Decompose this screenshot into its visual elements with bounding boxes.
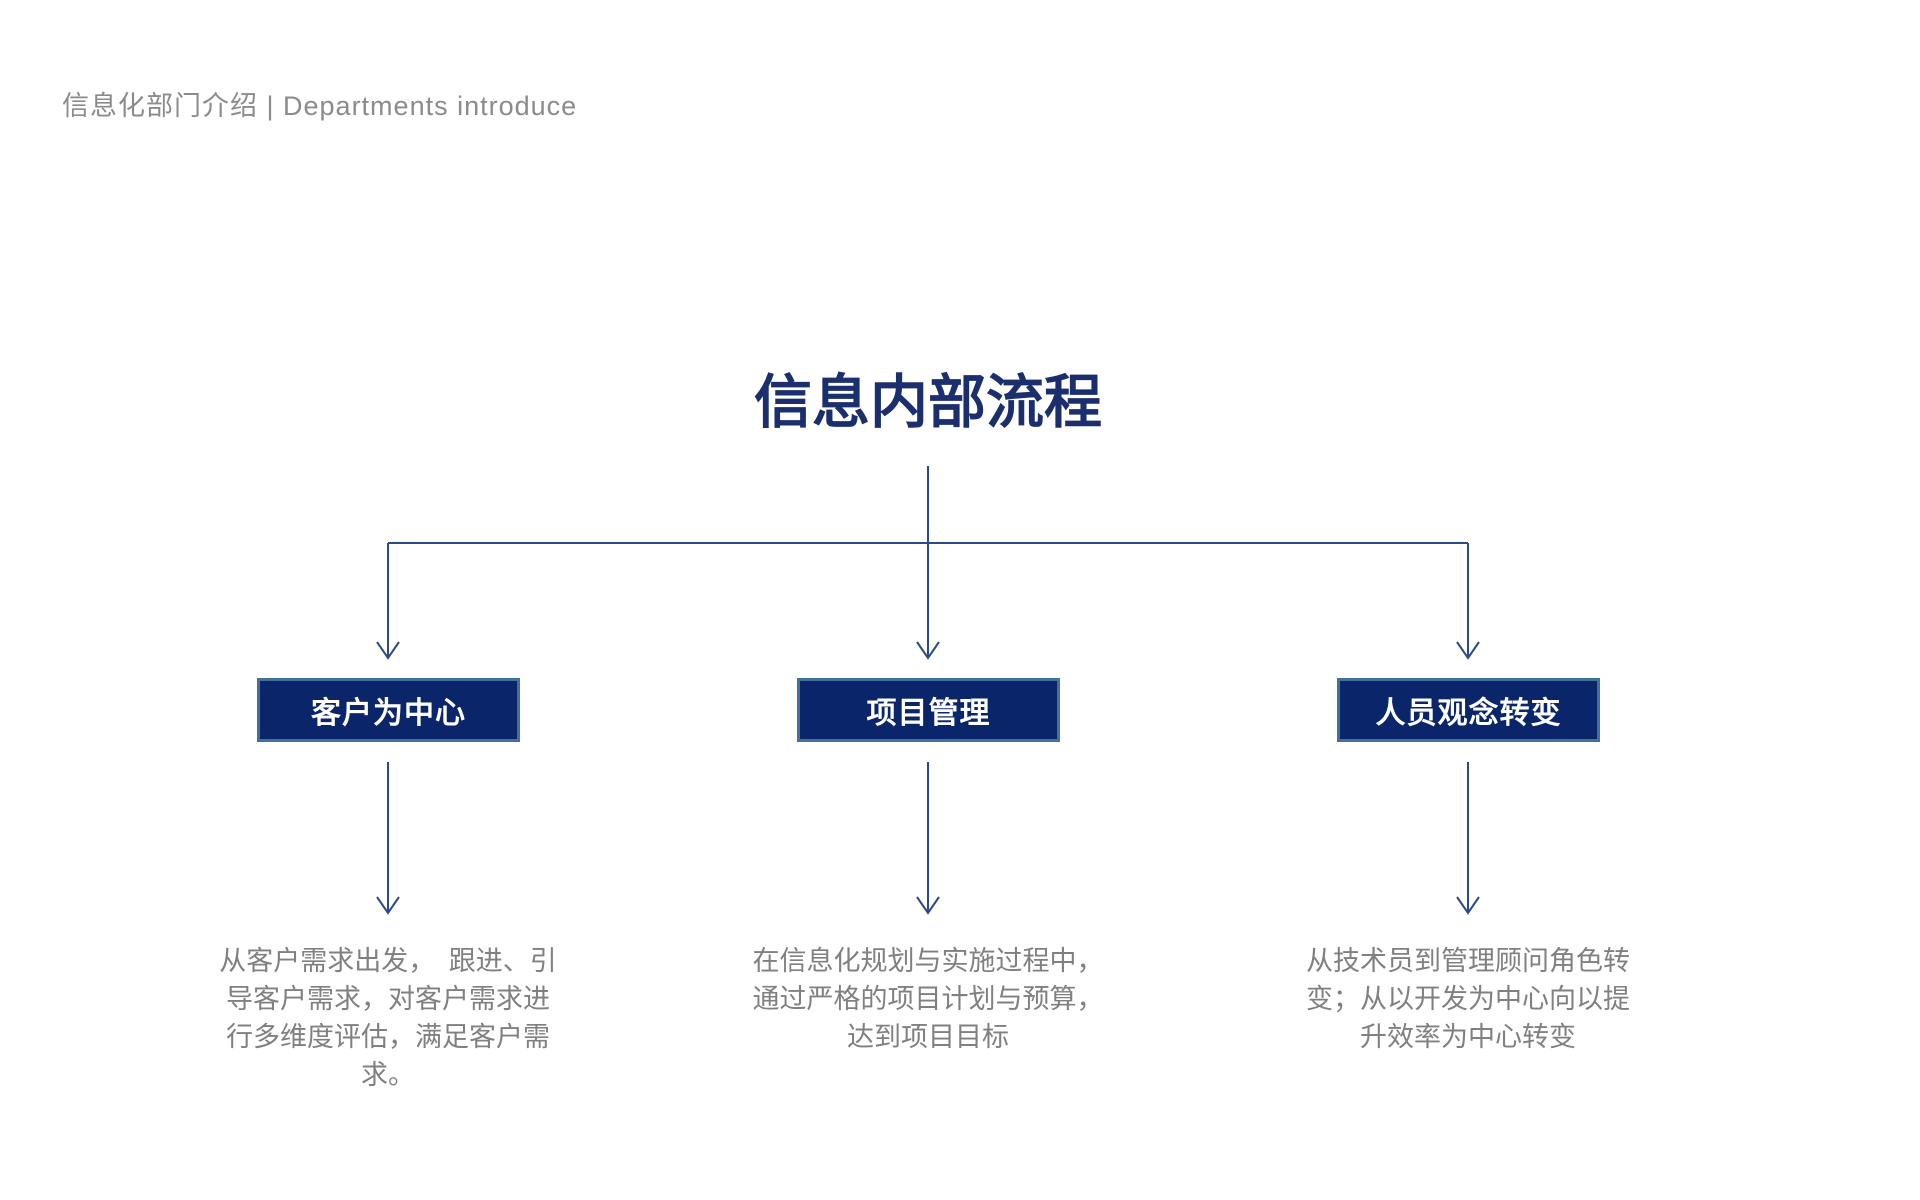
- flow-node-customer-centric: 客户为中心: [257, 678, 520, 742]
- arrowhead-right-lower-icon: [1456, 896, 1480, 915]
- branch-description-project-management: 在信息化规划与实施过程中， 通过严格的项目计划与预算， 达到项目目标: [752, 946, 1104, 1052]
- arrowhead-center-lower-icon: [916, 896, 940, 915]
- diagram-title: 信息内部流程: [753, 370, 1103, 435]
- branch-description-mindset-shift: 从技术员到管理顾问角色转 变；从以开发为中心向以提 升效率为中心转变: [1306, 946, 1630, 1052]
- arrowhead-left-lower-icon: [376, 896, 400, 915]
- flow-node-label: 项目管理: [866, 697, 991, 730]
- slide-header-label: 信息化部门介绍 | Departments introduce: [62, 91, 578, 121]
- flow-node-label: 客户为中心: [311, 697, 466, 730]
- flow-node-project-management: 项目管理: [797, 678, 1060, 742]
- branch-description-customer-centric: 从客户需求出发， 跟进、引 导客户需求，对客户需求进 行多维度评估，满足客户需 …: [219, 946, 557, 1090]
- arrowhead-right-icon: [1456, 641, 1480, 660]
- flow-node-label: 人员观念转变: [1375, 697, 1562, 730]
- arrowhead-left-icon: [376, 641, 400, 660]
- flow-node-mindset-shift: 人员观念转变: [1337, 678, 1600, 742]
- arrowhead-center-icon: [916, 641, 940, 660]
